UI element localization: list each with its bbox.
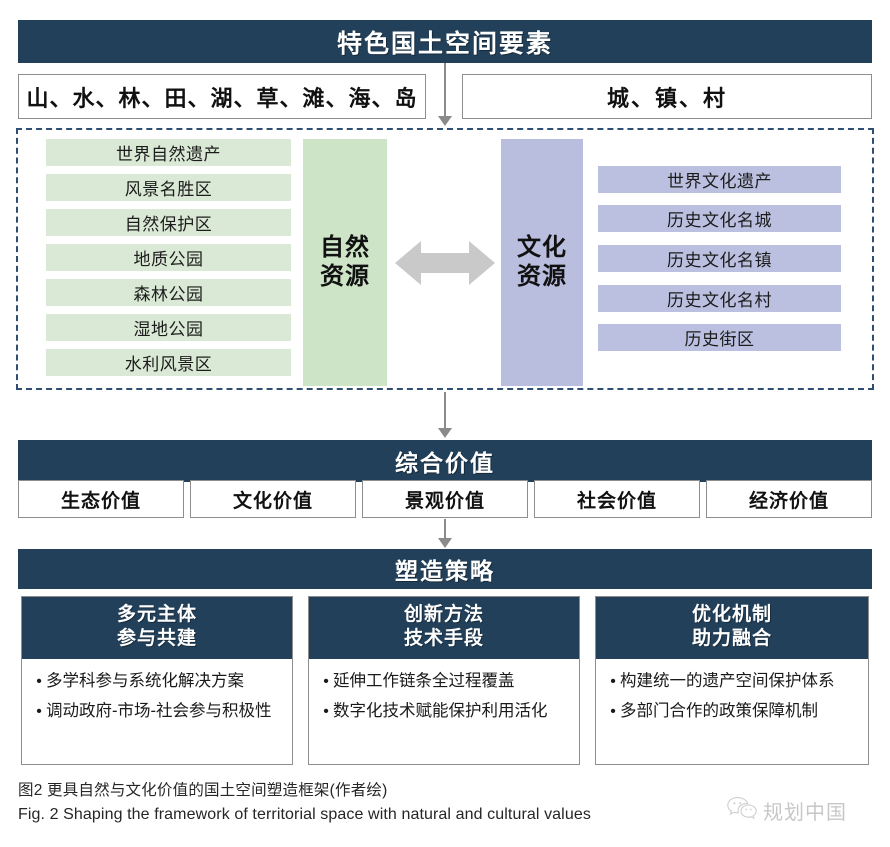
strategy-card-body: • 延伸工作链条全过程覆盖 • 数字化技术赋能保护利用活化 xyxy=(309,659,579,765)
strategy-card-title-line1: 优化机制 xyxy=(691,604,772,625)
natural-resource-label-line1: 自然 xyxy=(320,234,370,262)
strategy-bullet: • 延伸工作链条全过程覆盖 xyxy=(319,671,569,693)
strategy-bullet-text: 延伸工作链条全过程覆盖 xyxy=(333,671,515,690)
strategy-card-title-line1: 创新方法 xyxy=(403,604,484,625)
natural-resource-label-line2: 资源 xyxy=(320,262,370,290)
cultural-item-chip: 历史街区 xyxy=(598,324,841,351)
connector-line-strategy xyxy=(444,519,446,541)
natural-item-chip: 地质公园 xyxy=(46,244,291,271)
natural-resource-column: 自然 资源 xyxy=(303,139,387,386)
connector-arrow-top xyxy=(438,116,452,126)
strategy-card-title-line2: 技术手段 xyxy=(403,627,484,649)
figure-title-banner: 特色国土空间要素 xyxy=(18,20,872,63)
value-box: 社会价值 xyxy=(534,480,700,518)
figure-caption-chinese: 图2 更具自然与文化价值的国土空间塑造框架(作者绘) xyxy=(18,782,388,799)
strategy-card: 创新方法 技术手段 • 延伸工作链条全过程覆盖 • 数字化技术赋能保护利用活化 xyxy=(308,596,580,765)
natural-item-chip: 世界自然遗产 xyxy=(46,139,291,166)
wechat-icon xyxy=(727,796,757,825)
cultural-resource-label-line2: 资源 xyxy=(517,262,567,290)
strategy-card-title-line1: 多元主体 xyxy=(116,604,197,625)
strategy-card-body: • 多学科参与系统化解决方案 • 调动政府-市场-社会参与积极性 xyxy=(22,659,292,765)
element-box-urban: 城、镇、村 xyxy=(462,74,872,119)
strategy-card: 优化机制 助力融合 • 构建统一的遗产空间保护体系 • 多部门合作的政策保障机制 xyxy=(595,596,869,765)
strategy-card-title-line2: 助力融合 xyxy=(691,627,772,649)
connector-arrow-strategy xyxy=(438,538,452,548)
value-box: 生态价值 xyxy=(18,480,184,518)
bullet-dot-icon: • xyxy=(36,672,42,690)
strategy-card: 多元主体 参与共建 • 多学科参与系统化解决方案 • 调动政府-市场-社会参与积… xyxy=(21,596,293,765)
double-headed-arrow-icon xyxy=(395,240,495,286)
watermark-text: 规划中国 xyxy=(763,802,847,824)
value-box: 文化价值 xyxy=(190,480,356,518)
strategy-card-header: 多元主体 参与共建 xyxy=(22,597,292,659)
element-box-natural: 山、水、林、田、湖、草、滩、海、岛 xyxy=(18,74,426,119)
strategy-bullet: • 调动政府-市场-社会参与积极性 xyxy=(32,701,282,723)
bullet-dot-icon: • xyxy=(36,703,42,721)
cultural-item-chip: 历史文化名村 xyxy=(598,285,841,312)
strategy-bullet-text: 数字化技术赋能保护利用活化 xyxy=(333,702,548,721)
value-section-banner: 综合价值 xyxy=(18,440,872,482)
bullet-dot-icon: • xyxy=(323,703,329,721)
connector-line-top xyxy=(444,63,446,118)
strategy-card-body: • 构建统一的遗产空间保护体系 • 多部门合作的政策保障机制 xyxy=(596,659,868,765)
watermark: 规划中国 xyxy=(727,796,847,825)
strategy-bullet: • 数字化技术赋能保护利用活化 xyxy=(319,701,569,723)
connector-arrow-value xyxy=(438,428,452,438)
figure-caption: 图2 更具自然与文化价值的国土空间塑造框架(作者绘) Fig. 2 Shapin… xyxy=(18,779,718,828)
cultural-item-chip: 历史文化名城 xyxy=(598,205,841,232)
connector-line-value xyxy=(444,392,446,430)
natural-item-chip: 自然保护区 xyxy=(46,209,291,236)
bullet-dot-icon: • xyxy=(323,672,329,690)
cultural-resource-label-line1: 文化 xyxy=(517,234,567,262)
value-box: 景观价值 xyxy=(362,480,528,518)
natural-item-chip: 森林公园 xyxy=(46,279,291,306)
cultural-item-chip: 世界文化遗产 xyxy=(598,166,841,193)
natural-item-chip: 风景名胜区 xyxy=(46,174,291,201)
strategy-bullet: • 多部门合作的政策保障机制 xyxy=(606,701,858,723)
cultural-item-chip: 历史文化名镇 xyxy=(598,245,841,272)
strategy-card-header: 优化机制 助力融合 xyxy=(596,597,868,659)
strategy-bullet: • 构建统一的遗产空间保护体系 xyxy=(606,671,858,693)
bullet-dot-icon: • xyxy=(610,703,616,721)
strategy-bullet-text: 调动政府-市场-社会参与积极性 xyxy=(46,702,272,721)
natural-item-chip: 水利风景区 xyxy=(46,349,291,376)
natural-item-chip: 湿地公园 xyxy=(46,314,291,341)
strategy-bullet-text: 构建统一的遗产空间保护体系 xyxy=(620,671,835,690)
strategy-bullet-text: 多部门合作的政策保障机制 xyxy=(620,702,818,721)
figure-caption-english: Fig. 2 Shaping the framework of territor… xyxy=(18,806,591,824)
strategy-bullet-text: 多学科参与系统化解决方案 xyxy=(46,671,244,690)
cultural-resource-column: 文化 资源 xyxy=(501,139,583,386)
strategy-card-header: 创新方法 技术手段 xyxy=(309,597,579,659)
strategy-section-banner: 塑造策略 xyxy=(18,549,872,589)
strategy-card-title-line2: 参与共建 xyxy=(116,627,197,649)
bullet-dot-icon: • xyxy=(610,672,616,690)
value-box: 经济价值 xyxy=(706,480,872,518)
strategy-bullet: • 多学科参与系统化解决方案 xyxy=(32,671,282,693)
